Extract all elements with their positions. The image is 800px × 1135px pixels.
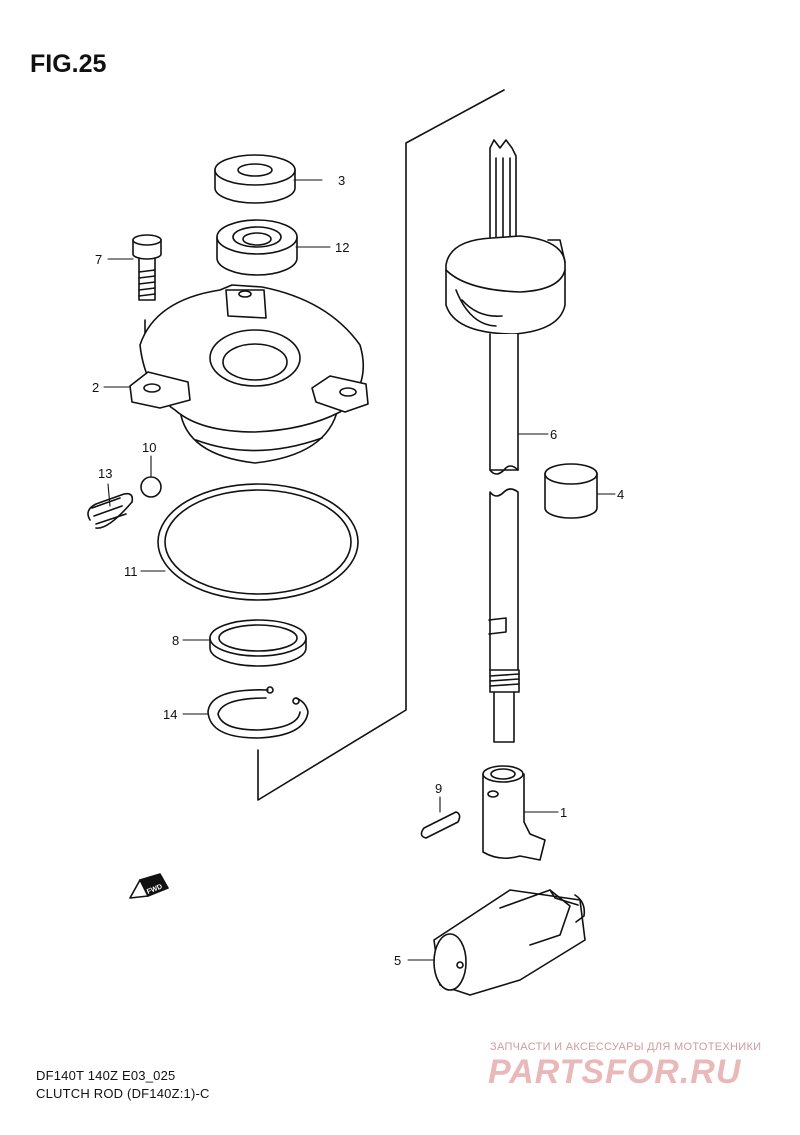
- footer-model-line: DF140T 140Z E03_025: [36, 1068, 176, 1083]
- callout-10: 10: [142, 440, 156, 455]
- callout-1: 1: [560, 805, 567, 820]
- figure-title: FIG.25: [30, 50, 107, 78]
- footer-part-line: CLUTCH ROD (DF140Z:1)-C: [36, 1086, 210, 1101]
- part-2-cover-housing: [129, 284, 369, 464]
- part-13-spring: [87, 492, 134, 529]
- callout-5: 5: [394, 953, 401, 968]
- callout-14: 14: [163, 707, 177, 722]
- part-5-shift-slider: [433, 889, 586, 996]
- part-7-bolt: [132, 234, 162, 301]
- part-6-clutch-rod: [445, 139, 566, 743]
- callout-12: 12: [335, 240, 349, 255]
- assembly-bracket: [257, 89, 505, 801]
- part-1-clutch-cam: [482, 765, 546, 861]
- part-3-washer: [214, 154, 296, 204]
- callout-13: 13: [98, 466, 112, 481]
- callout-9: 9: [435, 781, 442, 796]
- part-8-ring: [209, 619, 307, 667]
- callout-2: 2: [92, 380, 99, 395]
- callout-11: 11: [124, 564, 138, 579]
- watermark-brand: PARTSFOR.RU: [488, 1053, 742, 1091]
- callout-7: 7: [95, 252, 102, 267]
- callout-6: 6: [550, 427, 557, 442]
- part-12-oil-seal: [216, 219, 298, 276]
- callout-8: 8: [172, 633, 179, 648]
- part-14-snap-ring: [207, 686, 309, 739]
- fwd-direction-badge: [129, 873, 169, 899]
- callout-3: 3: [338, 173, 345, 188]
- callout-4: 4: [617, 487, 624, 502]
- watermark-tagline: ЗАПЧАСТИ И АКСЕССУАРЫ ДЛЯ МОТОТЕХНИКИ: [490, 1041, 762, 1053]
- leader-lines: [103, 179, 616, 961]
- part-9-pin: [420, 811, 461, 839]
- part-11-o-ring: [157, 483, 359, 601]
- part-10-ball: [140, 476, 162, 498]
- part-4-bushing: [544, 463, 598, 519]
